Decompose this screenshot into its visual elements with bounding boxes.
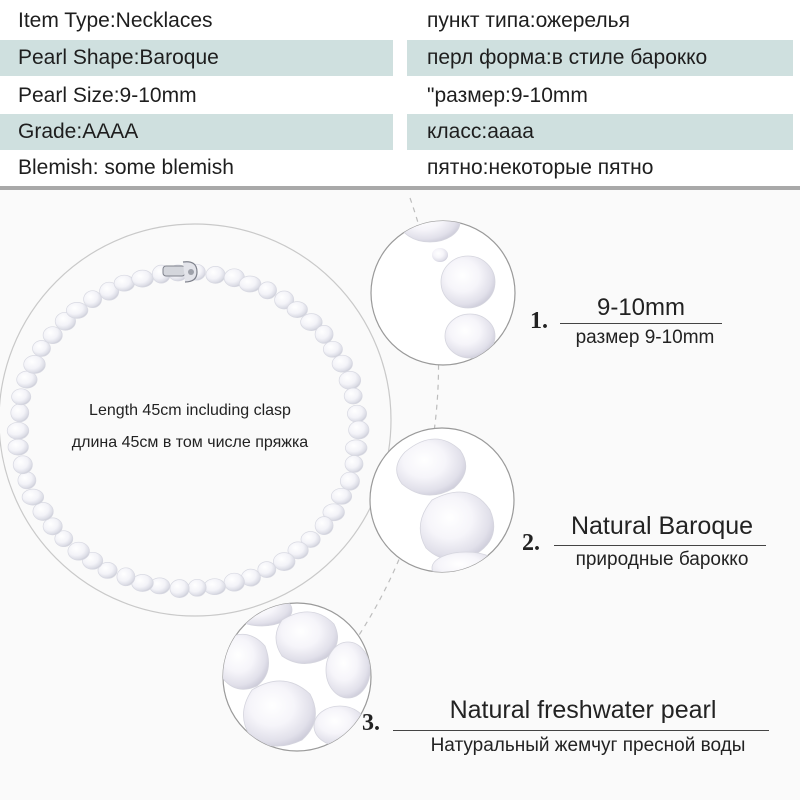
spec-pearl-size-en: Pearl Size:9-10mm [18,84,197,107]
spec-blemish-en: Blemish: some blemish [18,156,234,179]
spec-pearl-shape-en: Pearl Shape:Baroque [0,40,393,76]
necklace-pearl [322,503,345,522]
feature-divider [554,545,766,546]
spec-item-type-ru: пункт типа:ожерелья [427,9,630,32]
zoom-circle-size [370,220,516,366]
necklace-pearl [258,281,277,300]
feature-subtitle: природные барокко [575,549,749,570]
necklace-pearl [339,471,360,491]
necklace-pearl [348,420,370,440]
spec-blemish-ru: пятно:некоторые пятно [427,156,654,179]
clasp-icon [162,261,198,283]
feature-divider [393,730,769,731]
necklace-pearl [238,275,262,293]
length-label-ru: длина 45см в том числе пряжка [71,434,309,451]
length-label-en: Length 45cm including clasp [89,402,291,419]
necklace-pearl [300,313,323,331]
spec-table: Item Type:Necklaces пункт типа:ожерелья … [0,0,800,186]
necklace-pearl [42,517,63,536]
necklace-pearl [21,488,45,506]
necklace-pearl [131,269,154,288]
necklace-pearl [169,579,190,598]
necklace-pearl [17,471,37,490]
necklace-pearl [42,326,63,345]
necklace-pearl [187,578,207,597]
zoom-circle-freshwater [222,602,372,752]
necklace-pearl [314,325,334,344]
necklace-pearl [83,290,102,309]
necklace-pearl [286,301,308,318]
necklace-pearl [116,567,136,587]
necklace-pearl [12,455,33,475]
spec-row-blemish: Blemish: some blemish пятно:некоторые пя… [0,150,800,186]
necklace-pearl [344,455,364,473]
necklace-pearl [54,530,74,548]
feature-title: 9-10mm [596,294,686,321]
spec-row-pearl-size: Pearl Size:9-10mm "размер:9-10mm [0,78,800,114]
necklace-pearl [205,266,226,284]
spec-item-type-en: Item Type:Necklaces [18,9,213,32]
feature-title: Natural Baroque [570,512,754,540]
feature-number: 2. [522,530,540,556]
necklace-pearl [287,541,309,560]
necklace-pearl [32,502,54,521]
zoom-circle-baroque [369,427,515,573]
feature-subtitle: размер 9-10mm [575,327,715,348]
necklace-pearl [273,552,296,571]
necklace-pearl [97,562,118,579]
spec-row-pearl-shape: Pearl Shape:Baroque перл форма:в стиле б… [0,40,800,76]
necklace-pearl [343,387,363,405]
necklace-pearl [11,388,32,406]
necklace-pearl [330,487,353,505]
table-divider [0,186,800,190]
necklace-pearl [257,561,277,578]
spec-grade-ru: класс:аааа [407,114,793,150]
feature-number: 1. [530,308,548,334]
necklace-pearl [65,302,89,319]
spec-row-grade: Grade:AAAA класс:аааа [0,114,800,150]
necklace-pearl [338,371,362,390]
product-area: Length 45cm including clasp длина 45см в… [0,190,800,800]
necklace-pearl [300,531,321,548]
necklace-pearl [6,421,30,440]
spec-pearl-size-ru: "размер:9-10mm [427,84,588,107]
necklace-pearl [67,541,90,561]
feature-divider [560,323,722,324]
feature-title: Natural freshwater pearl [449,696,717,724]
necklace-frame-circle [0,223,392,617]
necklace-pearl [322,340,343,358]
necklace-pearl [331,354,353,373]
product-illustration [0,197,516,752]
necklace-pearl [223,572,245,592]
necklace-pearl [23,355,46,374]
spec-pearl-shape-ru: перл форма:в стиле барокко [407,40,793,76]
spec-grade-en: Grade:AAAA [0,114,393,150]
feature-subtitle: Натуральный жемчуг пресной воды [430,735,746,756]
necklace-pearl [203,578,226,596]
necklace-pearl [99,281,120,301]
necklace-pearl [32,340,51,357]
spec-row-item-type: Item Type:Necklaces пункт типа:ожерелья [0,3,800,39]
feature-number: 3. [362,710,380,736]
necklace-pearl [314,516,334,535]
necklace [6,263,370,598]
